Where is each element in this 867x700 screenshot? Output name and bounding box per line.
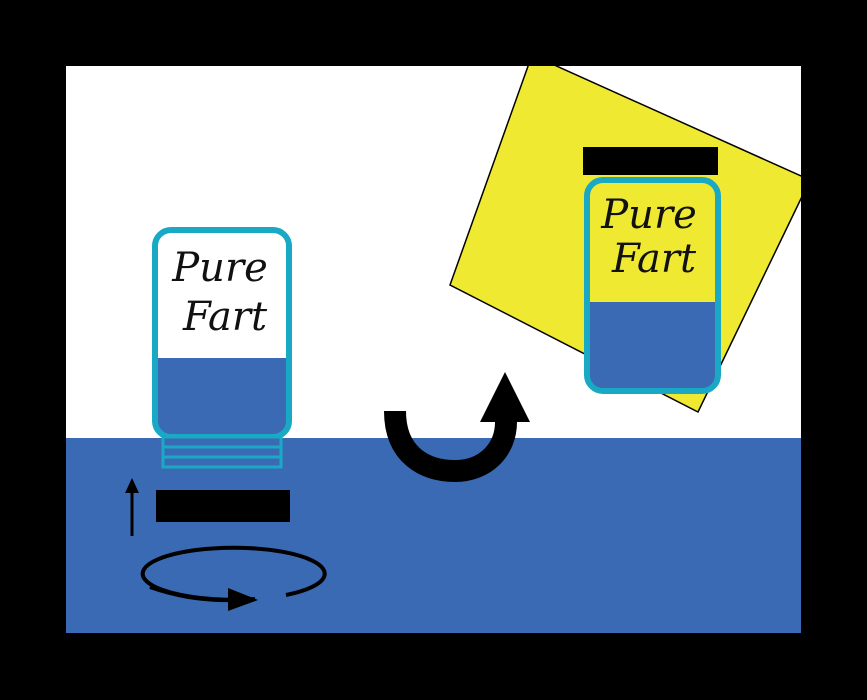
open-jar: Pure Fart	[152, 227, 292, 469]
jar-liquid	[589, 302, 716, 390]
jar-lid	[583, 147, 718, 175]
removed-lid	[156, 490, 290, 522]
jar-liquid	[157, 358, 287, 436]
up-arrow-icon	[125, 478, 139, 536]
capped-jar: Pure Fart	[583, 147, 721, 394]
jar-body	[584, 177, 721, 394]
rotate-clockwise-icon	[140, 545, 327, 611]
jar-label-line1: Pure	[171, 245, 267, 291]
jar-label-line2: Fart	[611, 236, 697, 282]
jar-label-line1: Pure	[600, 192, 696, 238]
jar-neck	[161, 435, 283, 469]
curved-arrow-up-icon	[384, 372, 530, 483]
jar-label-line2: Fart	[182, 294, 268, 340]
